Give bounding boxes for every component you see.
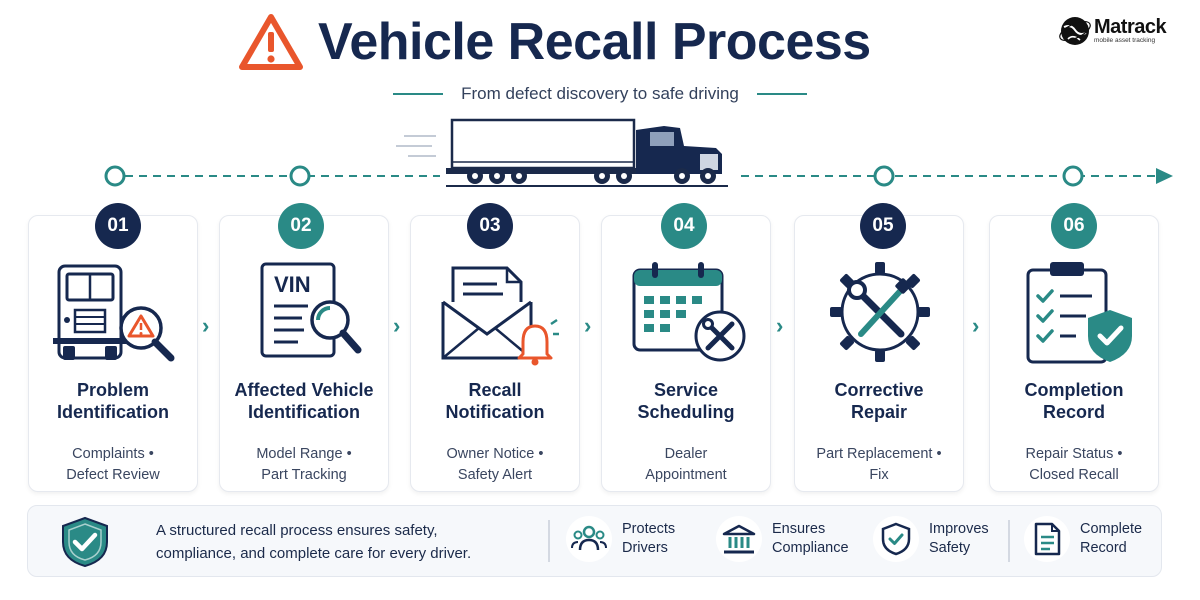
timeline-node-6 [1062,165,1084,187]
timeline-node-2 [289,165,311,187]
step-description: Model Range •Part Tracking [256,446,352,483]
footer-banner: A structured recall process ensures safe… [27,505,1162,577]
chevron-right-icon: › [972,313,980,338]
step-description: Owner Notice •Safety Alert [446,446,544,483]
footer-message: A structured recall process ensures safe… [156,522,472,562]
institution-icon [722,524,756,554]
step-badge-3: 03 [467,203,513,249]
envelope-bell-icon [441,266,559,366]
header: Vehicle Recall Process Matrack mobile as… [0,0,1200,80]
footer-divider [1008,520,1010,562]
brand-logo: Matrack mobile asset tracking [1058,14,1167,48]
vin-label: VIN [274,272,311,297]
gear-wrench-screwdriver-icon [830,262,930,362]
step-badge-6: 06 [1051,203,1097,249]
timeline [104,118,1173,187]
step-description: Repair Status •Closed Recall [1025,446,1123,483]
subtitle-row: From defect discovery to safe driving [0,84,1200,104]
chevron-right-icon: › [393,313,401,338]
clipboard-shield-check-icon [1026,262,1132,364]
page-subtitle: From defect discovery to safe driving [461,84,739,103]
globe-icon [1059,17,1091,45]
step-description: Part Replacement •Fix [816,446,942,483]
step-badge-4: 04 [661,203,707,249]
warning-triangle-icon [239,14,303,70]
page-title: Vehicle Recall Process [318,13,871,71]
step-badge-2: 02 [278,203,324,249]
truck-warning-magnifier-icon [53,264,175,362]
step-description: Complaints •Defect Review [66,446,160,483]
shield-check-icon [881,522,911,556]
footer-divider [548,520,550,562]
document-icon [1034,522,1061,556]
chevron-right-icon: › [776,313,784,338]
timeline-node-5 [873,165,895,187]
chevron-right-icon: › [584,313,592,338]
people-icon [571,525,607,551]
subtitle-rule-right [756,93,807,95]
step-badge-5: 05 [860,203,906,249]
subtitle-rule-left [393,93,444,95]
calendar-tools-icon [632,262,746,362]
chevron-right-icon: › [202,313,210,338]
vin-document-magnifier-icon: VIN [260,262,362,358]
logo-name: Matrack [1094,16,1167,39]
timeline-node-1 [104,165,126,187]
step-badge-1: 01 [95,203,141,249]
timeline-arrow-icon [1156,168,1173,184]
shield-check-icon [62,516,108,568]
title-group: Vehicle Recall Process [238,12,871,72]
semi-truck-icon [396,118,740,187]
logo-tagline: mobile asset tracking [1094,37,1156,45]
